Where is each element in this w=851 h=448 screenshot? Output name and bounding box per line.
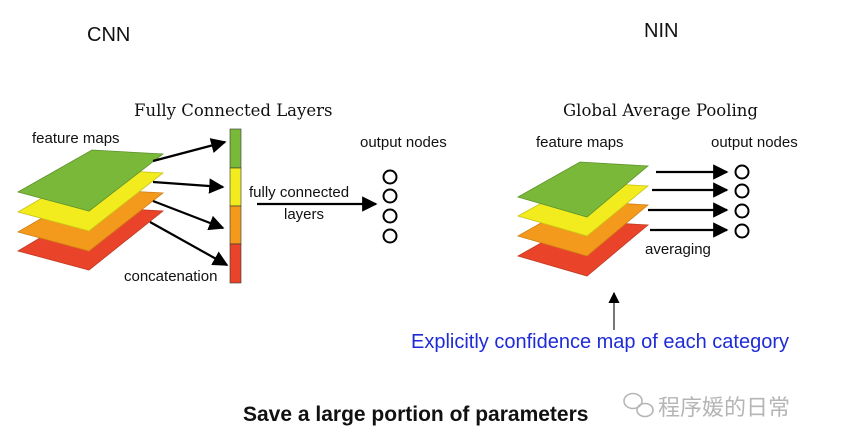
nin-averaging-arrows: [648, 164, 729, 238]
cnn-concat-arrows: [149, 138, 229, 266]
feature-map-green: [16, 149, 165, 212]
cnn-feature-map-stack: [16, 149, 165, 271]
output-node: [382, 208, 398, 224]
concatenation-label: concatenation: [124, 268, 218, 285]
averaging-label: averaging: [645, 241, 711, 258]
nin-output-nodes: [734, 164, 750, 239]
output-node: [734, 183, 750, 199]
fc-layer-column: [229, 128, 242, 284]
output-node: [382, 228, 398, 244]
nin-feature-maps-label: feature maps: [536, 134, 624, 151]
slide-caption: Save a large portion of parameters: [243, 403, 589, 426]
wechat-icon: [623, 392, 654, 418]
cnn-output-nodes-label: output nodes: [360, 134, 447, 151]
output-node: [734, 203, 750, 219]
output-node: [382, 169, 398, 185]
cnn-feature-maps-label: feature maps: [32, 130, 120, 147]
nin-header: NIN: [644, 20, 679, 42]
cnn-header: CNN: [87, 24, 131, 46]
nin-output-nodes-label: output nodes: [711, 134, 798, 151]
cnn-title: Fully Connected Layers: [134, 101, 333, 120]
nin-title: Global Average Pooling: [563, 101, 758, 120]
output-node: [734, 164, 750, 180]
output-node: [734, 223, 750, 239]
confidence-map-note: Explicitly confidence map of each catego…: [411, 331, 789, 353]
watermark-text: 程序媛的日常: [658, 396, 791, 421]
fc-label-line1: fully connected: [249, 184, 350, 201]
output-node: [382, 188, 398, 204]
fc-label-line2: layers: [284, 206, 325, 223]
nin-feature-map-stack: [516, 161, 650, 277]
feature-map-green: [516, 161, 650, 218]
cnn-output-nodes: [382, 169, 398, 244]
